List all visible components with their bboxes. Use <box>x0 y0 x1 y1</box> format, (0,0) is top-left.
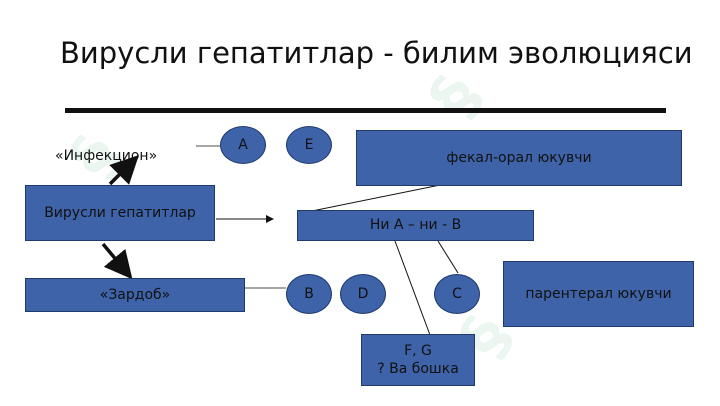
serum-box: «Зардоб» <box>25 278 245 312</box>
oval-a: A <box>220 126 266 164</box>
viral-hepatitis-box: Вирусли гепатитлар <box>25 185 215 241</box>
arrow-to-serum <box>101 242 133 280</box>
parenteral-box: парентерал юкувчи <box>503 261 694 327</box>
line-fecal-to-nanb <box>311 184 441 212</box>
fg-box: F, G ? Ва бошка <box>361 334 475 386</box>
oval-b: B <box>286 274 332 314</box>
slide-title: Вирусли гепатитлар - билим эволюцияси <box>60 36 693 70</box>
nanb-box: Ни А – ни - В <box>297 210 534 241</box>
oval-d: D <box>340 274 386 314</box>
fg-line-1: F, G <box>404 342 432 359</box>
arrow-to-infection <box>108 155 139 186</box>
fecal-oral-box: фекал-орал юкувчи <box>356 130 682 186</box>
fg-line-2: ? Ва бошка <box>377 361 459 377</box>
infection-label: «Инфекцион» <box>55 148 158 164</box>
oval-e: E <box>286 126 332 164</box>
oval-c: C <box>434 274 480 314</box>
title-divider <box>65 108 666 113</box>
line-nanb-to-fg <box>394 240 431 336</box>
line-nanb-to-c <box>437 240 459 274</box>
